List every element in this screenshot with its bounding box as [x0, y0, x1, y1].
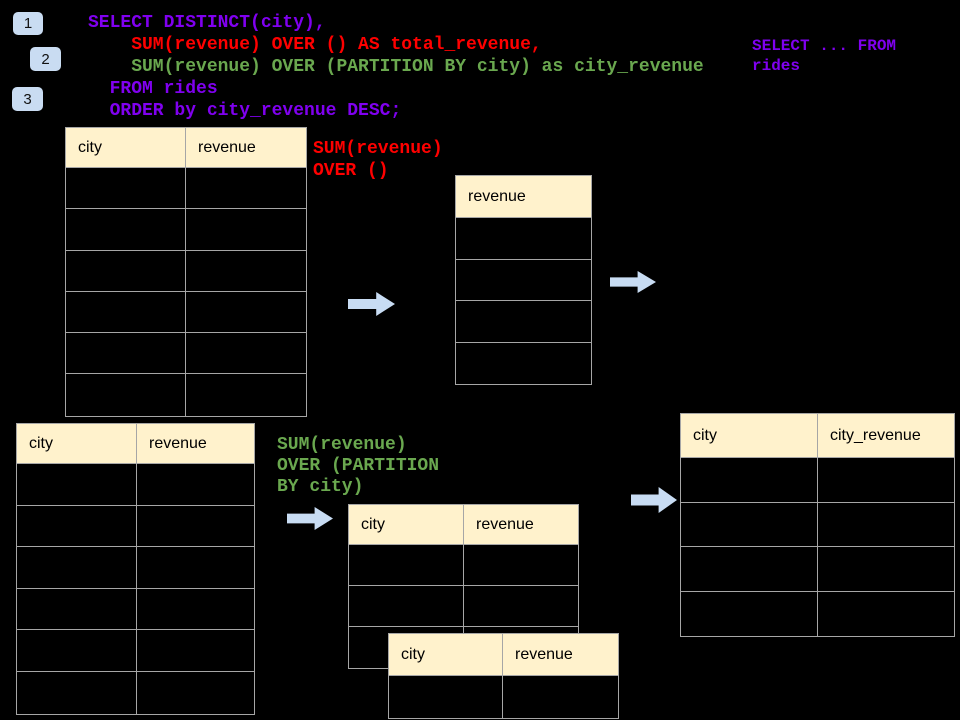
column-header-cell: revenue — [503, 634, 618, 676]
empty-cell — [137, 505, 254, 548]
empty-cell — [66, 168, 186, 210]
empty-cell — [818, 591, 954, 636]
code-line: SUM(revenue) OVER (PARTITION BY city) as… — [88, 57, 704, 77]
code-line: SUM(revenue) OVER () AS total_revenue, — [88, 35, 542, 55]
empty-cell — [17, 547, 137, 589]
flow-arrow-icon — [287, 507, 333, 530]
empty-cell — [17, 630, 137, 672]
code-line: FROM rides — [88, 79, 218, 99]
empty-cell — [464, 586, 578, 627]
table-total-revenue: revenue — [455, 175, 592, 385]
empty-cell — [186, 168, 306, 210]
empty-cell — [17, 588, 137, 631]
code-line: rides — [752, 57, 801, 75]
column-header-cell: city — [349, 505, 464, 545]
empty-cell — [681, 591, 818, 636]
empty-cell — [186, 333, 306, 375]
empty-cell — [17, 671, 137, 714]
empty-cell — [17, 505, 137, 548]
code-line: SELECT DISTINCT(city), — [88, 13, 326, 33]
empty-cell — [186, 209, 306, 251]
code-line: ORDER by city_revenue DESC; — [88, 101, 402, 121]
empty-cell — [186, 374, 306, 416]
column-header-cell: revenue — [186, 128, 306, 168]
select-from-rides-note: SELECT ... FROM rides — [752, 36, 896, 76]
empty-cell — [66, 291, 186, 334]
step-badge-3: 3 — [12, 87, 43, 111]
empty-cell — [389, 676, 503, 718]
code-line: SELECT ... FROM — [752, 37, 897, 55]
empty-cell — [137, 671, 254, 714]
empty-cell — [66, 250, 186, 292]
empty-cell — [186, 291, 306, 334]
column-header-cell: city — [681, 414, 818, 458]
column-header-cell: revenue — [464, 505, 578, 545]
column-header-cell: city — [389, 634, 503, 676]
empty-cell — [349, 586, 464, 627]
sum-over-label: SUM(revenue)OVER () — [313, 138, 443, 182]
empty-cell — [137, 630, 254, 672]
empty-cell — [66, 209, 186, 251]
empty-cell — [137, 547, 254, 589]
empty-cell — [503, 676, 618, 718]
empty-cell — [456, 218, 591, 260]
empty-cell — [818, 458, 954, 503]
empty-cell — [137, 588, 254, 631]
empty-cell — [17, 464, 137, 506]
empty-cell — [137, 464, 254, 506]
empty-cell — [456, 259, 591, 301]
code-line: OVER (PARTITION — [277, 456, 440, 476]
empty-cell — [66, 333, 186, 375]
code-line: OVER () — [313, 161, 389, 181]
column-header-cell: city — [66, 128, 186, 168]
empty-cell — [456, 301, 591, 343]
flow-arrow-icon — [348, 292, 395, 316]
step-badge-2: 2 — [30, 47, 61, 71]
empty-cell — [818, 502, 954, 547]
flow-arrow-icon — [610, 271, 656, 293]
empty-cell — [349, 545, 464, 586]
empty-cell — [681, 547, 818, 592]
empty-cell — [681, 458, 818, 503]
column-header-cell: revenue — [456, 176, 591, 218]
empty-cell — [456, 342, 591, 384]
empty-cell — [818, 547, 954, 592]
empty-cell — [464, 545, 578, 586]
column-header-cell: city_revenue — [818, 414, 954, 458]
column-header-cell: revenue — [137, 424, 254, 464]
sql-query-code: SELECT DISTINCT(city), SUM(revenue) OVER… — [88, 12, 704, 122]
column-header-cell: city — [17, 424, 137, 464]
empty-cell — [186, 250, 306, 292]
code-line: SUM(revenue) — [313, 139, 443, 159]
code-line: BY city) — [277, 477, 364, 497]
empty-cell — [681, 502, 818, 547]
step-badge-1: 1 — [13, 12, 43, 35]
code-line: SUM(revenue) — [277, 435, 407, 455]
flow-arrow-icon — [631, 487, 677, 513]
empty-cell — [66, 374, 186, 416]
